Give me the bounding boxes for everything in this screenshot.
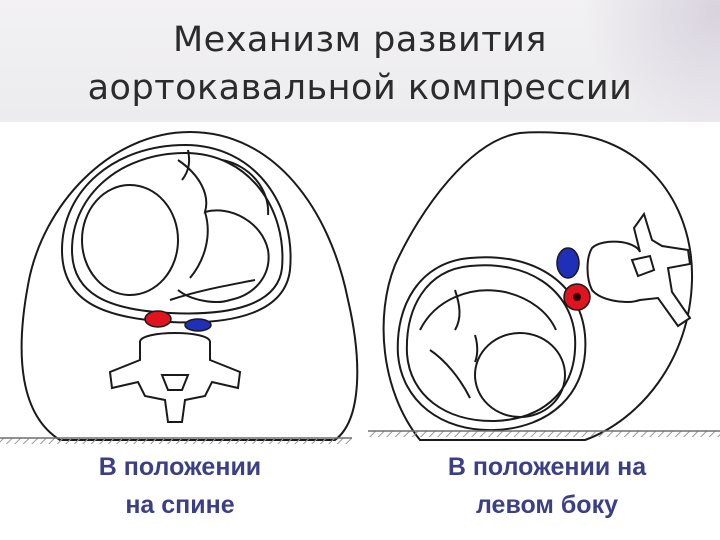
caption-left-side: В положении на левом боку — [392, 448, 702, 524]
supine-fetal-limb-1 — [189, 211, 209, 279]
supine-vertebra — [108, 332, 242, 423]
title-band: Механизм развития аортокавальной компрес… — [0, 0, 720, 122]
supine-fetal-limb-2 — [221, 159, 270, 216]
left-side-fetal-limb-2 — [429, 349, 471, 399]
caption-supine: В положении на спине — [30, 448, 330, 524]
supine-aorta — [144, 310, 172, 328]
caption-supine-line-2: на спине — [125, 491, 235, 519]
left-side-fetal-body — [419, 289, 557, 331]
left-side-figure — [382, 131, 694, 441]
supine-vena-cava — [184, 318, 212, 332]
caption-left-side-line-1: В положении на — [447, 453, 647, 481]
left-side-uterus-inner — [405, 264, 577, 423]
caption-left-side-line-2: левом боку — [475, 491, 618, 519]
supine-fetal-body — [177, 159, 270, 303]
left-side-aorta-lumen — [573, 293, 581, 301]
left-side-uterus-outer — [396, 256, 587, 432]
left-side-fetal-limb-3 — [474, 334, 479, 363]
ground-left — [0, 438, 352, 444]
left-side-fetal-head — [474, 332, 566, 418]
supine-spinal-canal — [160, 374, 190, 391]
supine-fetal-limb-4 — [169, 279, 256, 301]
left-side-spinal-canal — [630, 254, 656, 278]
supine-fetal-head — [81, 184, 179, 296]
page-title-line-1: Механизм развития — [172, 20, 547, 60]
page-title-line-2: аортокавальной компрессии — [87, 68, 633, 108]
left-side-vena-cava — [556, 247, 580, 279]
left-side-vertebra — [586, 211, 692, 328]
supine-fetal-limb-3 — [181, 149, 191, 181]
figure-area — [0, 122, 720, 540]
supine-figure — [20, 130, 359, 441]
title-decoration — [580, 0, 720, 122]
left-side-body-outline — [382, 131, 694, 441]
caption-supine-line-1: В положении — [98, 453, 262, 481]
supine-uterus-inner — [70, 151, 284, 315]
ground-right — [368, 431, 720, 437]
left-side-fetal-limb-1 — [454, 289, 461, 331]
